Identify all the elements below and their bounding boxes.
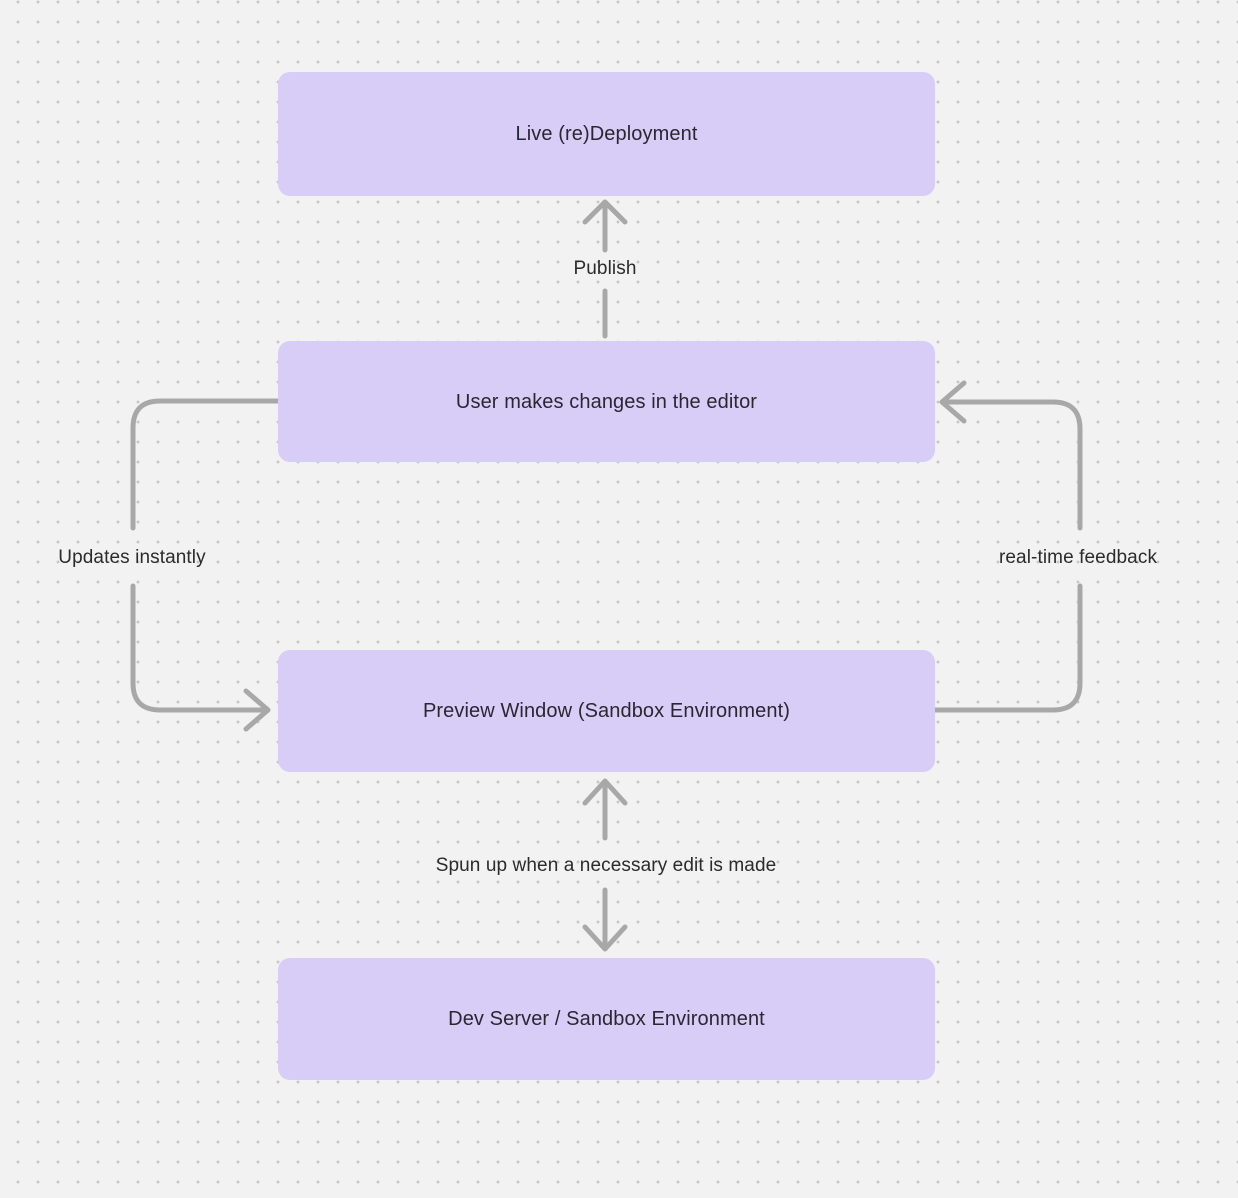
edge-label-publish: Publish bbox=[573, 258, 637, 279]
node-preview-window[interactable]: Preview Window (Sandbox Environment) bbox=[278, 650, 935, 772]
arrowhead-right-icon bbox=[243, 688, 271, 732]
arrowhead-down-icon bbox=[582, 924, 628, 952]
edge-label-real-time-feedback: real-time feedback bbox=[998, 547, 1158, 568]
edge-label-spun-up: Spun up when a necessary edit is made bbox=[435, 855, 777, 876]
arrowhead-up-icon bbox=[582, 199, 628, 225]
node-live-deployment[interactable]: Live (re)Deployment bbox=[278, 72, 935, 196]
node-label: Preview Window (Sandbox Environment) bbox=[422, 700, 791, 722]
node-label: User makes changes in the editor bbox=[455, 390, 758, 413]
node-label: Live (re)Deployment bbox=[515, 123, 698, 145]
arrowhead-left-icon bbox=[939, 380, 967, 424]
edge-label-updates-instantly: Updates instantly bbox=[58, 547, 206, 568]
node-user-editor[interactable]: User makes changes in the editor bbox=[278, 341, 935, 462]
node-label: Dev Server / Sandbox Environment bbox=[448, 1008, 765, 1030]
arrowhead-up-icon bbox=[582, 778, 628, 806]
node-dev-server[interactable]: Dev Server / Sandbox Environment bbox=[278, 958, 935, 1080]
